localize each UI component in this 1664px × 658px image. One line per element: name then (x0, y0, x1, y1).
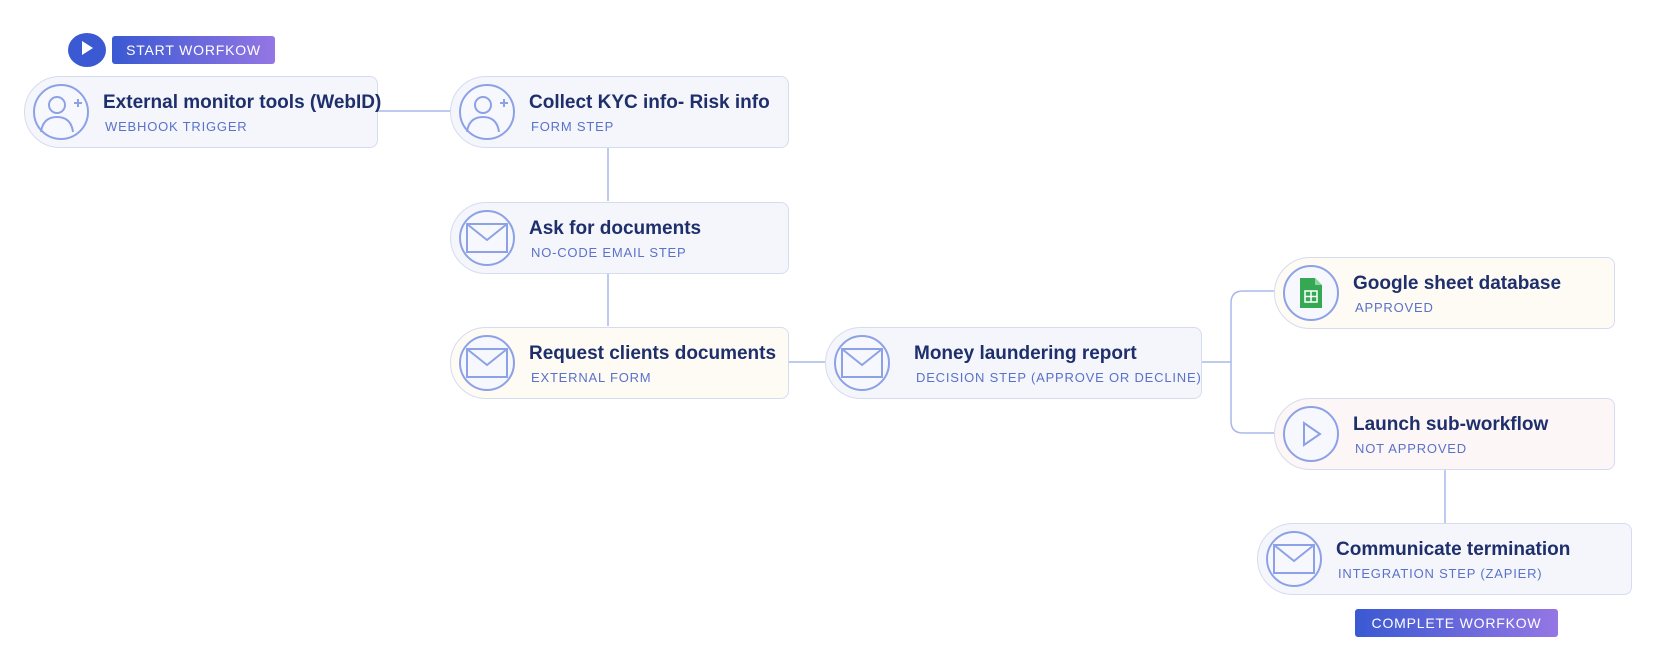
user-add-icon (459, 84, 515, 140)
step-ask-for-documents[interactable]: Ask for documents NO-CODE EMAIL STEP (450, 202, 789, 274)
step-launch-sub-workflow[interactable]: Launch sub-workflow NOT APPROVED (1274, 398, 1615, 470)
play-outline-icon (1283, 406, 1339, 462)
step-title: External monitor tools (WebID) (103, 91, 382, 113)
step-title: Ask for documents (529, 217, 702, 239)
step-title: Collect KYC info- Risk info (529, 91, 770, 113)
connector-branch-not-approved (1230, 362, 1274, 434)
mail-icon (834, 335, 890, 391)
user-add-icon (33, 84, 89, 140)
mail-icon (459, 335, 515, 391)
mail-icon (459, 210, 515, 266)
start-workflow-button[interactable]: START WORFKOW (112, 36, 275, 64)
step-subtitle: DECISION STEP (APPROVE OR DECLINE) (916, 369, 1202, 385)
step-title: Launch sub-workflow (1353, 413, 1549, 435)
step-money-laundering-report[interactable]: Money laundering report DECISION STEP (A… (825, 327, 1202, 399)
mail-icon (1266, 531, 1322, 587)
step-google-sheet-database[interactable]: Google sheet database APPROVED (1274, 257, 1615, 329)
connector-branch-approved (1230, 290, 1274, 362)
step-subtitle: FORM STEP (531, 118, 615, 134)
step-subtitle: EXTERNAL FORM (531, 369, 652, 385)
start-workflow-play-button[interactable] (68, 33, 106, 67)
step-subtitle: APPROVED (1355, 299, 1434, 315)
step-title: Money laundering report (914, 342, 1137, 364)
step-external-monitor-tools[interactable]: External monitor tools (WebID) WEBHOOK T… (24, 76, 382, 148)
step-subtitle: WEBHOOK TRIGGER (105, 118, 248, 134)
complete-workflow-button[interactable]: COMPLETE WORFKOW (1355, 609, 1558, 637)
play-icon (80, 40, 94, 61)
step-communicate-termination[interactable]: Communicate termination INTEGRATION STEP… (1257, 523, 1632, 595)
step-title: Communicate termination (1336, 538, 1571, 560)
step-subtitle: INTEGRATION STEP (ZAPIER) (1338, 565, 1543, 581)
step-collect-kyc-info[interactable]: Collect KYC info- Risk info FORM STEP (450, 76, 789, 148)
step-subtitle: NOT APPROVED (1355, 440, 1467, 456)
step-request-clients-documents[interactable]: Request clients documents EXTERNAL FORM (450, 327, 789, 399)
google-sheets-icon (1283, 265, 1339, 321)
step-subtitle: NO-CODE EMAIL STEP (531, 244, 687, 260)
step-title: Google sheet database (1353, 272, 1562, 294)
step-title: Request clients documents (529, 342, 777, 364)
